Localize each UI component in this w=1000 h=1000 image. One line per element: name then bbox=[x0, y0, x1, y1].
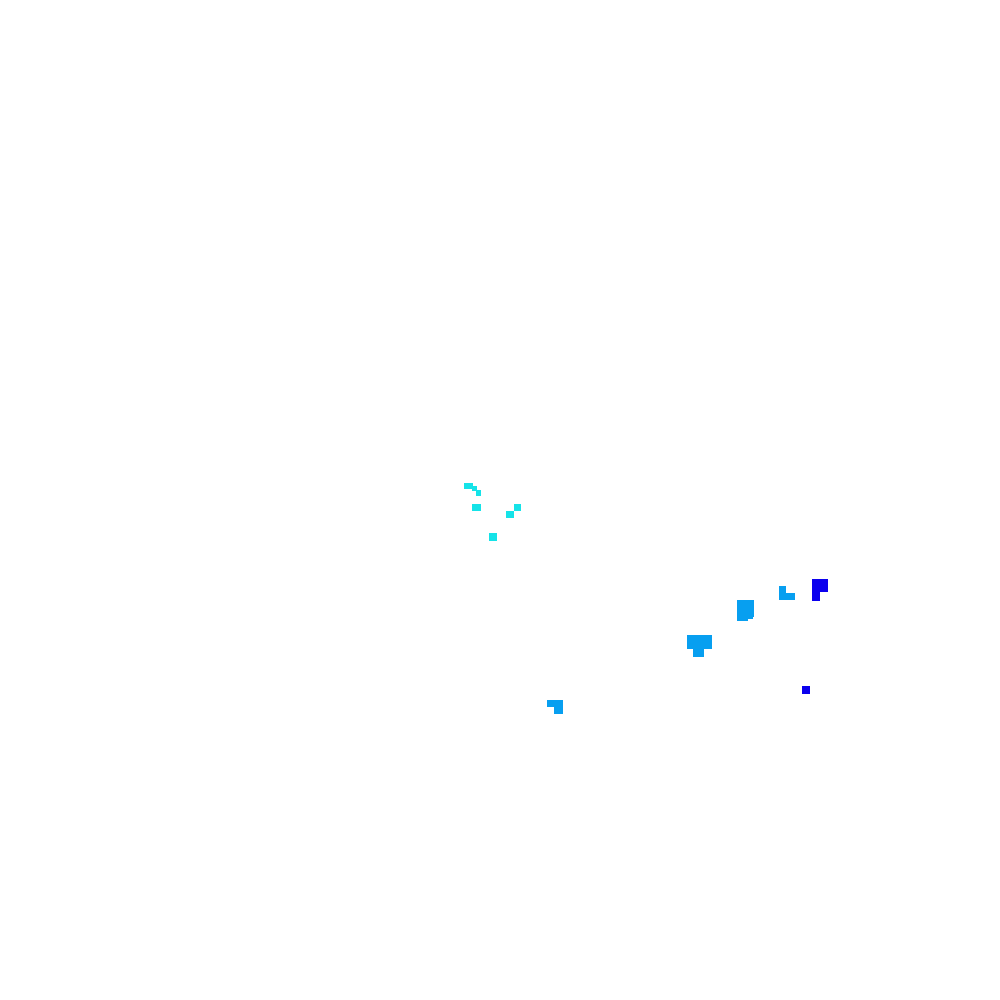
cyan-blob-5 bbox=[489, 533, 497, 541]
cyan-blob-4 bbox=[506, 511, 514, 518]
cyan-blob-1 bbox=[464, 483, 481, 496]
deep-blue-blob-2 bbox=[802, 686, 810, 694]
deep-blue-cluster bbox=[802, 579, 828, 694]
sky-blue-blob-2 bbox=[779, 586, 795, 600]
sky-blue-blob-1 bbox=[737, 600, 754, 621]
cyan-blob-2 bbox=[472, 504, 481, 511]
cyan-blob-3 bbox=[514, 504, 521, 511]
sky-blue-blob-3 bbox=[687, 635, 712, 657]
sky-blue-cluster bbox=[547, 586, 795, 714]
sky-blue-blob-4 bbox=[547, 700, 563, 714]
deep-blue-blob-1 bbox=[812, 579, 828, 601]
cyan-cluster bbox=[464, 483, 521, 541]
